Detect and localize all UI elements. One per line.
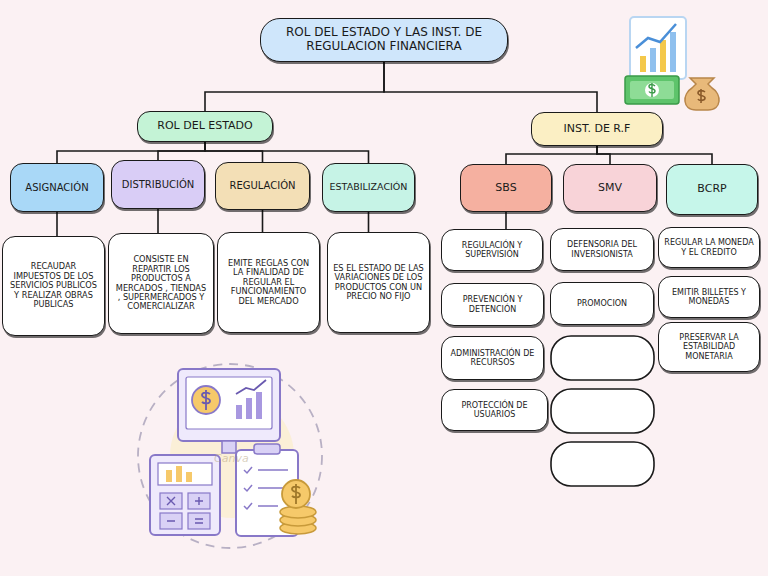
tree-connector [597, 146, 712, 164]
finance-icon [625, 17, 719, 110]
concept-box: REGULAR LA MONEDA Y EL CREDITO [658, 227, 760, 268]
concept-box: ADMINISTRACIÓN DE RECURSOS [441, 336, 544, 380]
node-text: PROMOCION [577, 299, 627, 308]
tree-connector [262, 210, 264, 232]
node-text: PROTECCIÓN DE USUARIOS [447, 401, 542, 419]
tree-connector [205, 142, 369, 163]
tree-connector [384, 62, 597, 112]
node-text: REGULAR LA MONEDA Y EL CREDITO [664, 238, 754, 256]
node-text: RECAUDAR IMPUESTOS DE LOS SERVICIOS PUBL… [8, 262, 99, 309]
concept-box: BCRP [666, 164, 758, 215]
tree-connector [506, 146, 597, 164]
concept-box: INST. DE R.F [531, 112, 663, 146]
node-text: BCRP [697, 183, 726, 196]
concept-box: PREVENCIÓN Y DETENCIÓN [441, 283, 544, 326]
node-text: SBS [495, 182, 516, 195]
node-text: ADMINISTRACIÓN DE RECURSOS [447, 349, 538, 367]
concept-box: SBS [460, 164, 552, 212]
concept-box: RECAUDAR IMPUESTOS DE LOS SERVICIOS PUBL… [2, 236, 105, 336]
node-text: DISTRIBUCIÓN [122, 179, 194, 191]
watermark: Canva [214, 452, 249, 465]
concept-box: PROMOCION [550, 282, 654, 325]
node-text: PRESERVAR LA ESTABILIDAD MONETARIA [664, 333, 754, 361]
node-text: CONSISTE EN REPARTIR LOS PRODUCTOS A MER… [114, 255, 208, 312]
node-text: INST. DE R.F [564, 123, 631, 136]
node-text: SMV [598, 182, 622, 195]
node-text: REGULACIÓN [229, 180, 295, 192]
node-text: REGULACIÓN Y SUPERVISIÓN [447, 241, 537, 259]
node-text: PREVENCIÓN Y DETENCIÓN [447, 295, 538, 313]
node-text: ROL DEL ESTADO [157, 120, 252, 133]
concept-box: ES EL ESTADO DE LAS VARIACIONES DE LOS P… [327, 232, 430, 333]
concept-box: PRESERVAR LA ESTABILIDAD MONETARIA [658, 322, 760, 372]
node-text: EMITE REGLAS CON LA FINALIDAD DE REGULAR… [223, 259, 314, 306]
tree-connector [205, 142, 263, 162]
accounting-illustration [138, 364, 322, 548]
node-text: ESTABILIZACIÓN [330, 182, 408, 193]
concept-box: ASIGNACIÓN [10, 163, 104, 212]
concept-box: REGULACIÓN [215, 162, 310, 210]
tree-connector [205, 62, 384, 111]
node-text: EMITIR BILLETES Y MONEDAS [664, 288, 754, 306]
tree-connector [158, 142, 205, 160]
concept-box: SMV [563, 164, 657, 212]
tree-connector [56, 212, 58, 236]
tree-connector [157, 209, 159, 233]
tree-connector [368, 212, 370, 232]
title-box: ROL DEL ESTADO Y LAS INST. DE REGULACION… [260, 18, 508, 62]
tree-connector [505, 212, 507, 229]
concept-box: REGULACIÓN Y SUPERVISIÓN [441, 229, 543, 271]
concept-box: CONSISTE EN REPARTIR LOS PRODUCTOS A MER… [108, 233, 214, 334]
node-text: DEFENSORIA DEL INVERSIONISTA [556, 240, 648, 258]
concept-box: ESTABILIZACIÓN [322, 163, 415, 212]
concept-box: EMITIR BILLETES Y MONEDAS [658, 276, 760, 318]
node-text: ES EL ESTADO DE LAS VARIACIONES DE LOS P… [333, 264, 424, 302]
concept-box: DEFENSORIA DEL INVERSIONISTA [550, 228, 654, 271]
concept-box: EMITE REGLAS CON LA FINALIDAD DE REGULAR… [217, 232, 320, 333]
concept-box: DISTRIBUCIÓN [111, 160, 205, 209]
concept-box: PROTECCIÓN DE USUARIOS [441, 389, 548, 431]
tree-connector [597, 146, 610, 164]
node-text: ASIGNACIÓN [25, 182, 88, 194]
node-text: ROL DEL ESTADO Y LAS INST. DE REGULACION… [266, 26, 502, 54]
concept-box: ROL DEL ESTADO [137, 111, 273, 142]
empty-box [551, 336, 654, 486]
